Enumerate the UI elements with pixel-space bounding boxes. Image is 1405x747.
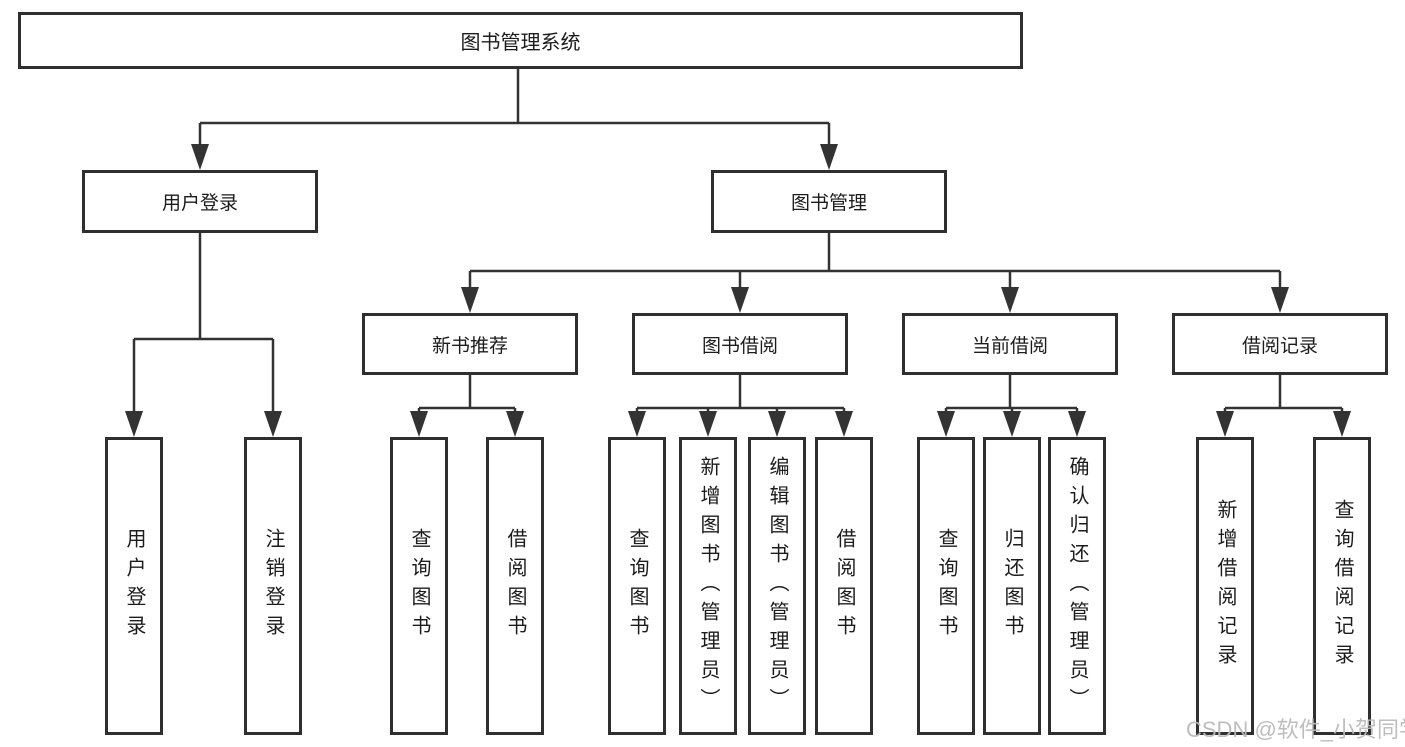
leaf-borrow-books-label: 借阅图书 (833, 528, 855, 644)
csdn-watermark: CSDN @软件_小贺同学 (1186, 717, 1405, 742)
leaf-query-borrow-record: 查询借阅记录 (1313, 437, 1371, 735)
leaf-query-books-borrow: 查询图书 (608, 437, 666, 735)
leaf-logout: 注销登录 (244, 437, 302, 735)
node-borrow-record-label: 借阅记录 (1241, 335, 1318, 357)
leaf-query-books-borrow-label: 查询图书 (626, 528, 648, 644)
node-user-login: 用户登录 (82, 170, 318, 233)
node-book-management-label: 图书管理 (790, 193, 867, 214)
node-book-borrow-label: 图书借阅 (701, 335, 778, 357)
leaf-edit-books-admin-label: 编辑图书（管理员） (766, 455, 788, 717)
node-current-borrow-label: 当前借阅 (971, 335, 1048, 357)
node-book-borrow: 图书借阅 (632, 313, 848, 375)
leaf-edit-books-admin: 编辑图书（管理员） (748, 437, 806, 735)
leaf-confirm-return-admin-label: 确认归还（管理员） (1066, 455, 1088, 717)
leaf-logout-label: 注销登录 (262, 528, 284, 644)
connector-userlogin-to-leaves (132, 233, 275, 414)
leaf-user-login: 用户登录 (105, 437, 163, 735)
arrowhead-icons (125, 144, 1351, 437)
connector-bookmgmt-to-level3 (468, 233, 1282, 290)
leaf-add-borrow-record: 新增借阅记录 (1196, 437, 1254, 735)
leaf-add-books-admin: 新增图书（管理员） (679, 437, 737, 735)
leaf-query-books-recommend-label: 查询图书 (408, 528, 430, 644)
node-new-book-recommend: 新书推荐 (362, 313, 578, 375)
node-root-system: 图书管理系统 (18, 12, 1023, 69)
connector-level3-to-leaves (417, 375, 1344, 414)
node-current-borrow: 当前借阅 (902, 313, 1118, 375)
leaf-borrow-books: 借阅图书 (815, 437, 873, 735)
leaf-confirm-return-admin: 确认归还（管理员） (1048, 437, 1106, 735)
leaf-query-books-recommend: 查询图书 (390, 437, 448, 735)
leaf-query-books-current: 查询图书 (917, 437, 975, 735)
node-borrow-record: 借阅记录 (1172, 313, 1388, 375)
node-user-login-label: 用户登录 (161, 193, 238, 214)
leaf-query-borrow-record-label: 查询借阅记录 (1331, 499, 1353, 673)
node-book-management: 图书管理 (711, 170, 947, 233)
leaf-user-login-label: 用户登录 (123, 528, 145, 644)
connector-root-to-level2 (198, 69, 831, 146)
leaf-query-books-current-label: 查询图书 (935, 528, 957, 644)
leaf-return-books: 归还图书 (983, 437, 1041, 735)
leaf-add-borrow-record-label: 新增借阅记录 (1214, 499, 1236, 673)
leaf-add-books-admin-label: 新增图书（管理员） (697, 455, 719, 717)
leaf-borrow-books-recommend-label: 借阅图书 (504, 528, 526, 644)
node-root-label: 图书管理系统 (460, 32, 581, 54)
leaf-return-books-label: 归还图书 (1001, 528, 1023, 644)
leaf-borrow-books-recommend: 借阅图书 (486, 437, 544, 735)
node-new-book-recommend-label: 新书推荐 (431, 335, 508, 357)
